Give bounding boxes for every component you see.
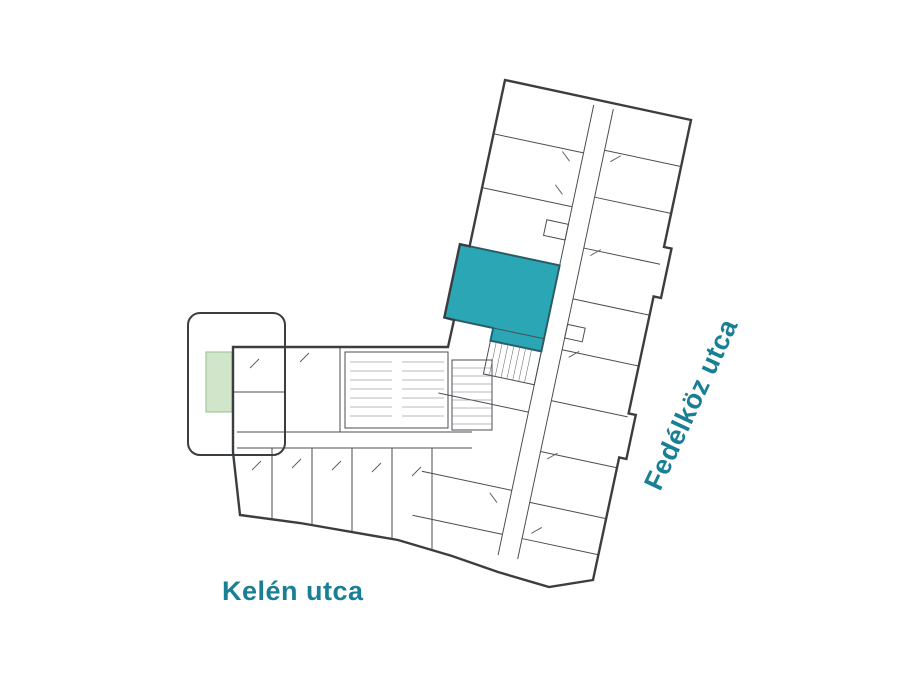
room-dividers-right: [521, 149, 681, 556]
hall-stripes: [344, 351, 449, 429]
door-swing-marks: [489, 151, 622, 534]
door-swing-marks: [249, 352, 422, 477]
corridor-walls: [237, 431, 472, 449]
right-wing-interior: [412, 104, 681, 560]
staircase: [451, 359, 493, 431]
staircase-core: [482, 340, 542, 386]
room-dividers-upper: [233, 347, 341, 432]
room-dividers-left: [412, 133, 584, 535]
shaft: [564, 323, 586, 343]
street-label-kelen-utca: Kelén utca: [222, 576, 364, 606]
building-interior: [233, 104, 681, 560]
left-wing-interior: [233, 347, 493, 552]
garden-patch: [205, 351, 233, 413]
highlighted-unit[interactable]: [442, 243, 561, 353]
shaft: [542, 219, 569, 241]
street-label-fedelkoz-utca: Fedélköz utca: [638, 314, 744, 495]
annex-outline: [187, 312, 286, 456]
building-outline: [231, 78, 693, 589]
room-dividers-lower: [271, 448, 433, 552]
